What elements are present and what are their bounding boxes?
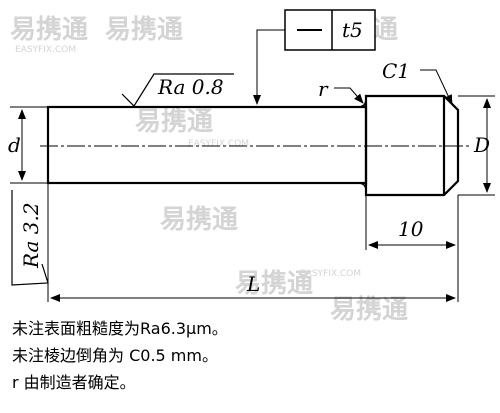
watermark-logo: 易携通 [105, 14, 183, 45]
watermark-group: 易携通 易携通 易携通 易携通 易携通 易携通 易携通 EASYFIX.COM … [10, 14, 408, 325]
r-leader [334, 87, 364, 104]
notes-block: 未注表面粗糙度为Ra6.3μm。 未注棱边倒角为 C0.5 mm。 r 由制造者… [12, 315, 228, 396]
label-d: d [8, 133, 21, 157]
note-line: 未注表面粗糙度为Ra6.3μm。 [12, 319, 228, 338]
watermark-logo: 易携通 [235, 268, 313, 299]
chamfer-callout: C1 [382, 59, 453, 105]
tolerance-leader [253, 29, 285, 105]
label-total-length: L [246, 272, 260, 296]
watermark-logo: 易携通 [10, 14, 88, 45]
tolerance-frame: t5 [253, 9, 376, 105]
surface-finish-main-label: Ra 0.8 [157, 75, 224, 99]
surface-finish-symbol-icon [121, 73, 234, 107]
dimension-lines [18, 98, 491, 302]
fillet-top [357, 98, 367, 108]
surface-finish-side-label: Ra 3.2 [19, 202, 43, 269]
surface-finish-side: Ra 3.2 [11, 190, 49, 286]
surface-finish-side-symbol-icon [11, 190, 49, 286]
watermark-url: EASYFIX.COM [15, 45, 76, 55]
label-chamfer: C1 [382, 59, 410, 83]
watermark-url: EASYFIX.COM [300, 269, 361, 279]
watermark-logo: 易携通 [135, 106, 213, 137]
watermark-url: EASYFIX.COM [188, 139, 249, 149]
tolerance-value: t5 [342, 18, 363, 42]
surface-finish-main: Ra 0.8 [121, 73, 234, 107]
fillet-radius-callout: r [318, 77, 364, 104]
label-r: r [318, 77, 329, 101]
note-line: r 由制造者确定。 [12, 373, 136, 392]
note-line: 未注棱边倒角为 C0.5 mm。 [12, 346, 218, 365]
watermark-logo: 易携通 [330, 294, 408, 325]
label-D: D [473, 133, 490, 157]
watermark-logo: 易携通 [160, 204, 238, 235]
chamfer-leader [420, 69, 453, 105]
label-head-length: 10 [398, 217, 424, 241]
fillet-bottom [357, 182, 367, 192]
